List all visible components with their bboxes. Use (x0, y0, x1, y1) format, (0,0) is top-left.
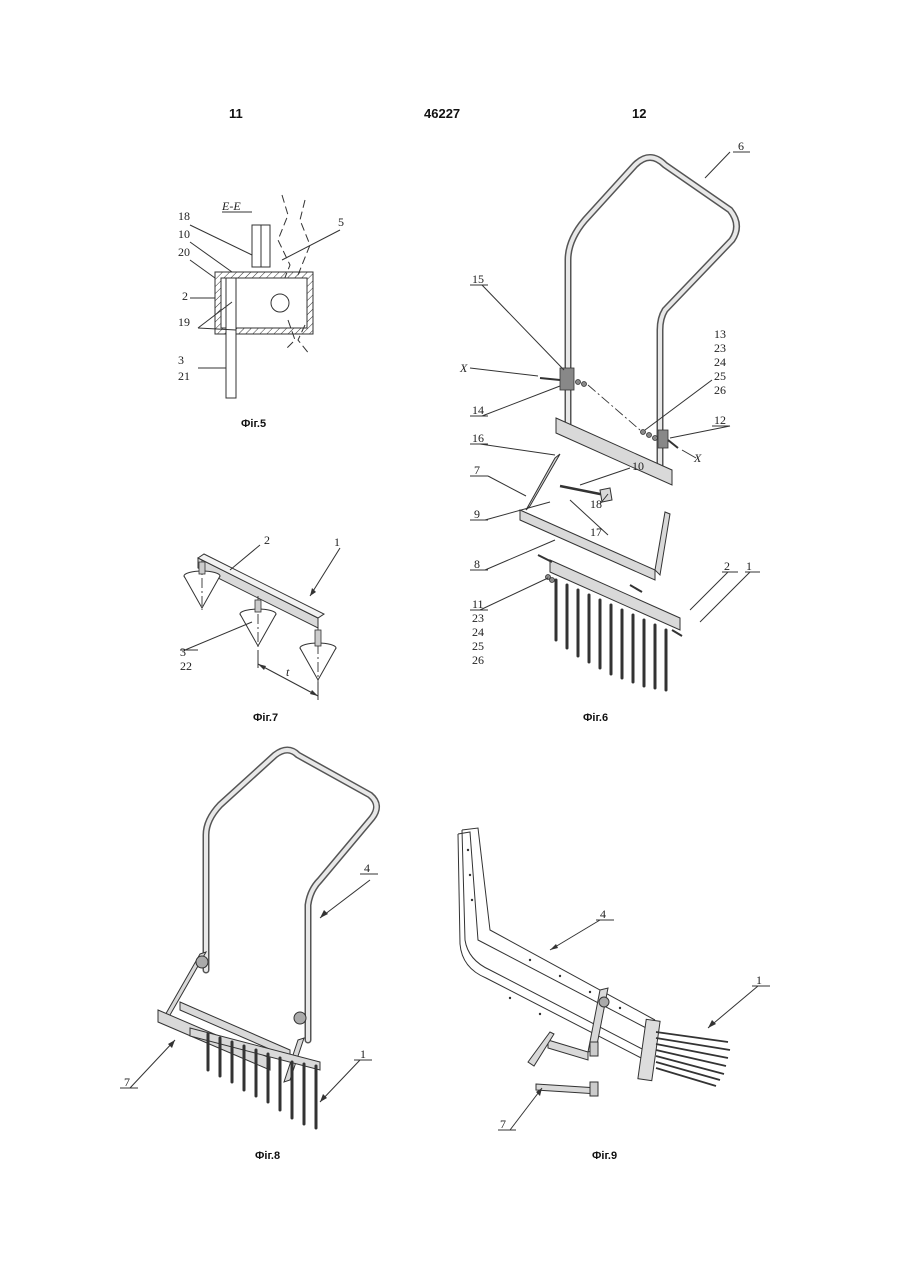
fig8-caption: Фіг.8 (255, 1150, 280, 1162)
fig6-label-26b: 26 (472, 653, 484, 667)
fig5-label-5: 5 (338, 215, 344, 229)
fig9-label-1: 1 (756, 973, 762, 987)
fig6-label-7: 7 (474, 463, 480, 477)
fig6-label-8: 8 (474, 557, 480, 571)
figure-5-labels: E-E 18 10 20 2 19 3 21 5 (170, 190, 370, 410)
fig6-label-6: 6 (738, 139, 744, 153)
fig6-label-11: 11 (472, 597, 484, 611)
fig5-label-19: 19 (178, 315, 190, 329)
fig5-label-20: 20 (178, 245, 190, 259)
fig6-label-2: 2 (724, 559, 730, 573)
patent-number: 46227 (424, 106, 460, 121)
fig6-label-23b: 23 (472, 611, 484, 625)
fig8-label-7: 7 (124, 1075, 130, 1089)
fig6-label-26a: 26 (714, 383, 726, 397)
fig6-label-16: 16 (472, 431, 484, 445)
figure-9-labels: 4 1 7 (450, 820, 780, 1140)
fig8-label-4: 4 (364, 861, 370, 875)
fig6-label-24a: 24 (714, 355, 726, 369)
fig9-label-4: 4 (600, 907, 606, 921)
fig7-label-2: 2 (264, 533, 270, 547)
fig6-label-15: 15 (472, 272, 484, 286)
fig5-label-21: 21 (178, 369, 190, 383)
fig6-label-23a: 23 (714, 341, 726, 355)
fig6-label-x-right: X (693, 451, 702, 465)
page-number-left: 11 (229, 106, 243, 121)
fig6-label-12: 12 (714, 413, 726, 427)
fig6-label-13: 13 (714, 327, 726, 341)
page-number-right: 12 (632, 106, 646, 121)
fig5-label-10: 10 (178, 227, 190, 241)
fig5-section-label: E-E (221, 199, 241, 213)
fig6-label-10: 10 (632, 459, 644, 473)
fig9-label-7: 7 (500, 1117, 506, 1131)
fig6-label-14: 14 (472, 403, 484, 417)
fig8-label-1: 1 (360, 1047, 366, 1061)
fig7-label-22: 22 (180, 659, 192, 673)
fig6-label-1: 1 (746, 559, 752, 573)
fig7-label-1: 1 (334, 535, 340, 549)
fig6-label-18: 18 (590, 497, 602, 511)
fig6-label-24b: 24 (472, 625, 484, 639)
figure-7-labels: 2 1 3 22 t (170, 530, 380, 710)
fig5-label-2: 2 (182, 289, 188, 303)
fig9-caption: Фіг.9 (592, 1150, 617, 1162)
fig5-caption: Фіг.5 (241, 418, 266, 430)
fig5-label-18: 18 (178, 209, 190, 223)
fig6-label-17: 17 (590, 525, 602, 539)
figure-8-labels: 4 7 1 (120, 740, 380, 1140)
fig7-label-t: t (286, 665, 290, 679)
fig7-caption: Фіг.7 (253, 712, 278, 724)
fig6-caption: Фіг.6 (583, 712, 608, 724)
fig5-label-3: 3 (178, 353, 184, 367)
fig7-label-3: 3 (180, 645, 186, 659)
fig6-label-25b: 25 (472, 639, 484, 653)
figure-6-labels: 6 15 X 14 13 23 24 25 26 12 X 16 7 10 18… (460, 140, 760, 700)
fig6-label-x-left: X (459, 361, 468, 375)
fig6-label-25a: 25 (714, 369, 726, 383)
fig6-label-9: 9 (474, 507, 480, 521)
